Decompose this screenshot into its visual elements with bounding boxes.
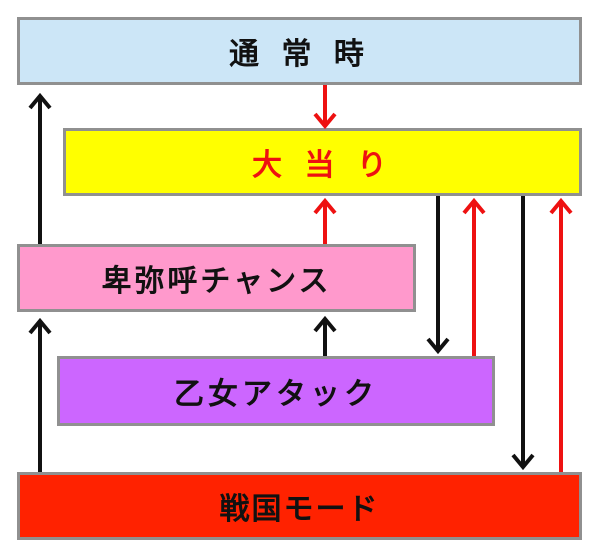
arrow-jackpot-to-otome [426,196,450,355]
arrow-himiko-to-jackpot [313,197,337,244]
arrow-himiko-to-normal [28,92,52,244]
arrow-sengoku-to-jackpot [549,197,573,472]
state-box-sengoku-mode: 戦国モード [17,472,582,540]
arrow-jackpot-to-sengoku [511,196,535,471]
state-box-otome-attack: 乙女アタック [57,356,495,426]
state-box-jackpot: 大 当 り [63,128,582,196]
arrow-otome-to-jackpot [462,197,486,356]
state-box-himiko-chance: 卑弥呼チャンス [17,244,416,312]
arrow-normal-to-jackpot [313,85,337,130]
state-label-otome-attack: 乙女アタック [174,377,378,412]
state-label-normal: 通 常 時 [229,37,370,72]
arrow-sengoku-to-himiko [28,317,52,472]
state-label-jackpot: 大 当 り [252,148,393,183]
state-box-normal: 通 常 時 [17,17,582,85]
state-label-himiko-chance: 卑弥呼チャンス [101,264,332,299]
state-label-sengoku-mode: 戦国モード [219,492,380,527]
arrow-otome-to-himiko [313,315,337,356]
